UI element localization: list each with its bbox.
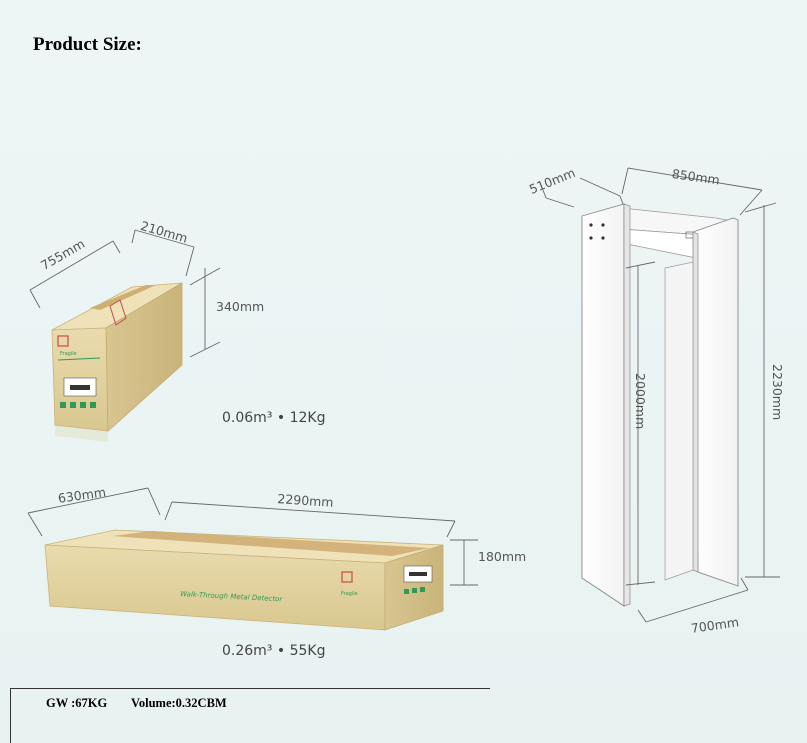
detector-inner-height-label: 2000mm <box>633 373 648 430</box>
large-box-dimension-lines <box>27 487 478 586</box>
small-box-dimension-lines <box>29 229 221 358</box>
walk-through-detector <box>581 203 739 607</box>
detector-dimension-lines <box>542 167 780 623</box>
footer-divider-vertical <box>10 688 11 743</box>
svg-text:Fragile: Fragile <box>60 351 77 357</box>
small-box-spec: 0.06m³ • 12Kg <box>222 410 326 426</box>
page-title: Product Size: <box>33 34 142 55</box>
gross-weight: GW :67KG <box>46 696 108 710</box>
large-box-label-text: Fragile <box>341 591 358 597</box>
small-box-height-label: 340mm <box>216 299 265 314</box>
detector-total-height-label: 2230mm <box>770 364 785 421</box>
small-box: Fragile <box>51 282 183 442</box>
large-box-spec: 0.26m³ • 55Kg <box>222 643 326 659</box>
large-box: Walk-Through Metal Detector Fragile <box>44 529 444 631</box>
footer-divider <box>10 688 490 689</box>
large-box-height-label: 180mm <box>478 549 527 564</box>
volume: Volume:0.32CBM <box>131 696 227 710</box>
